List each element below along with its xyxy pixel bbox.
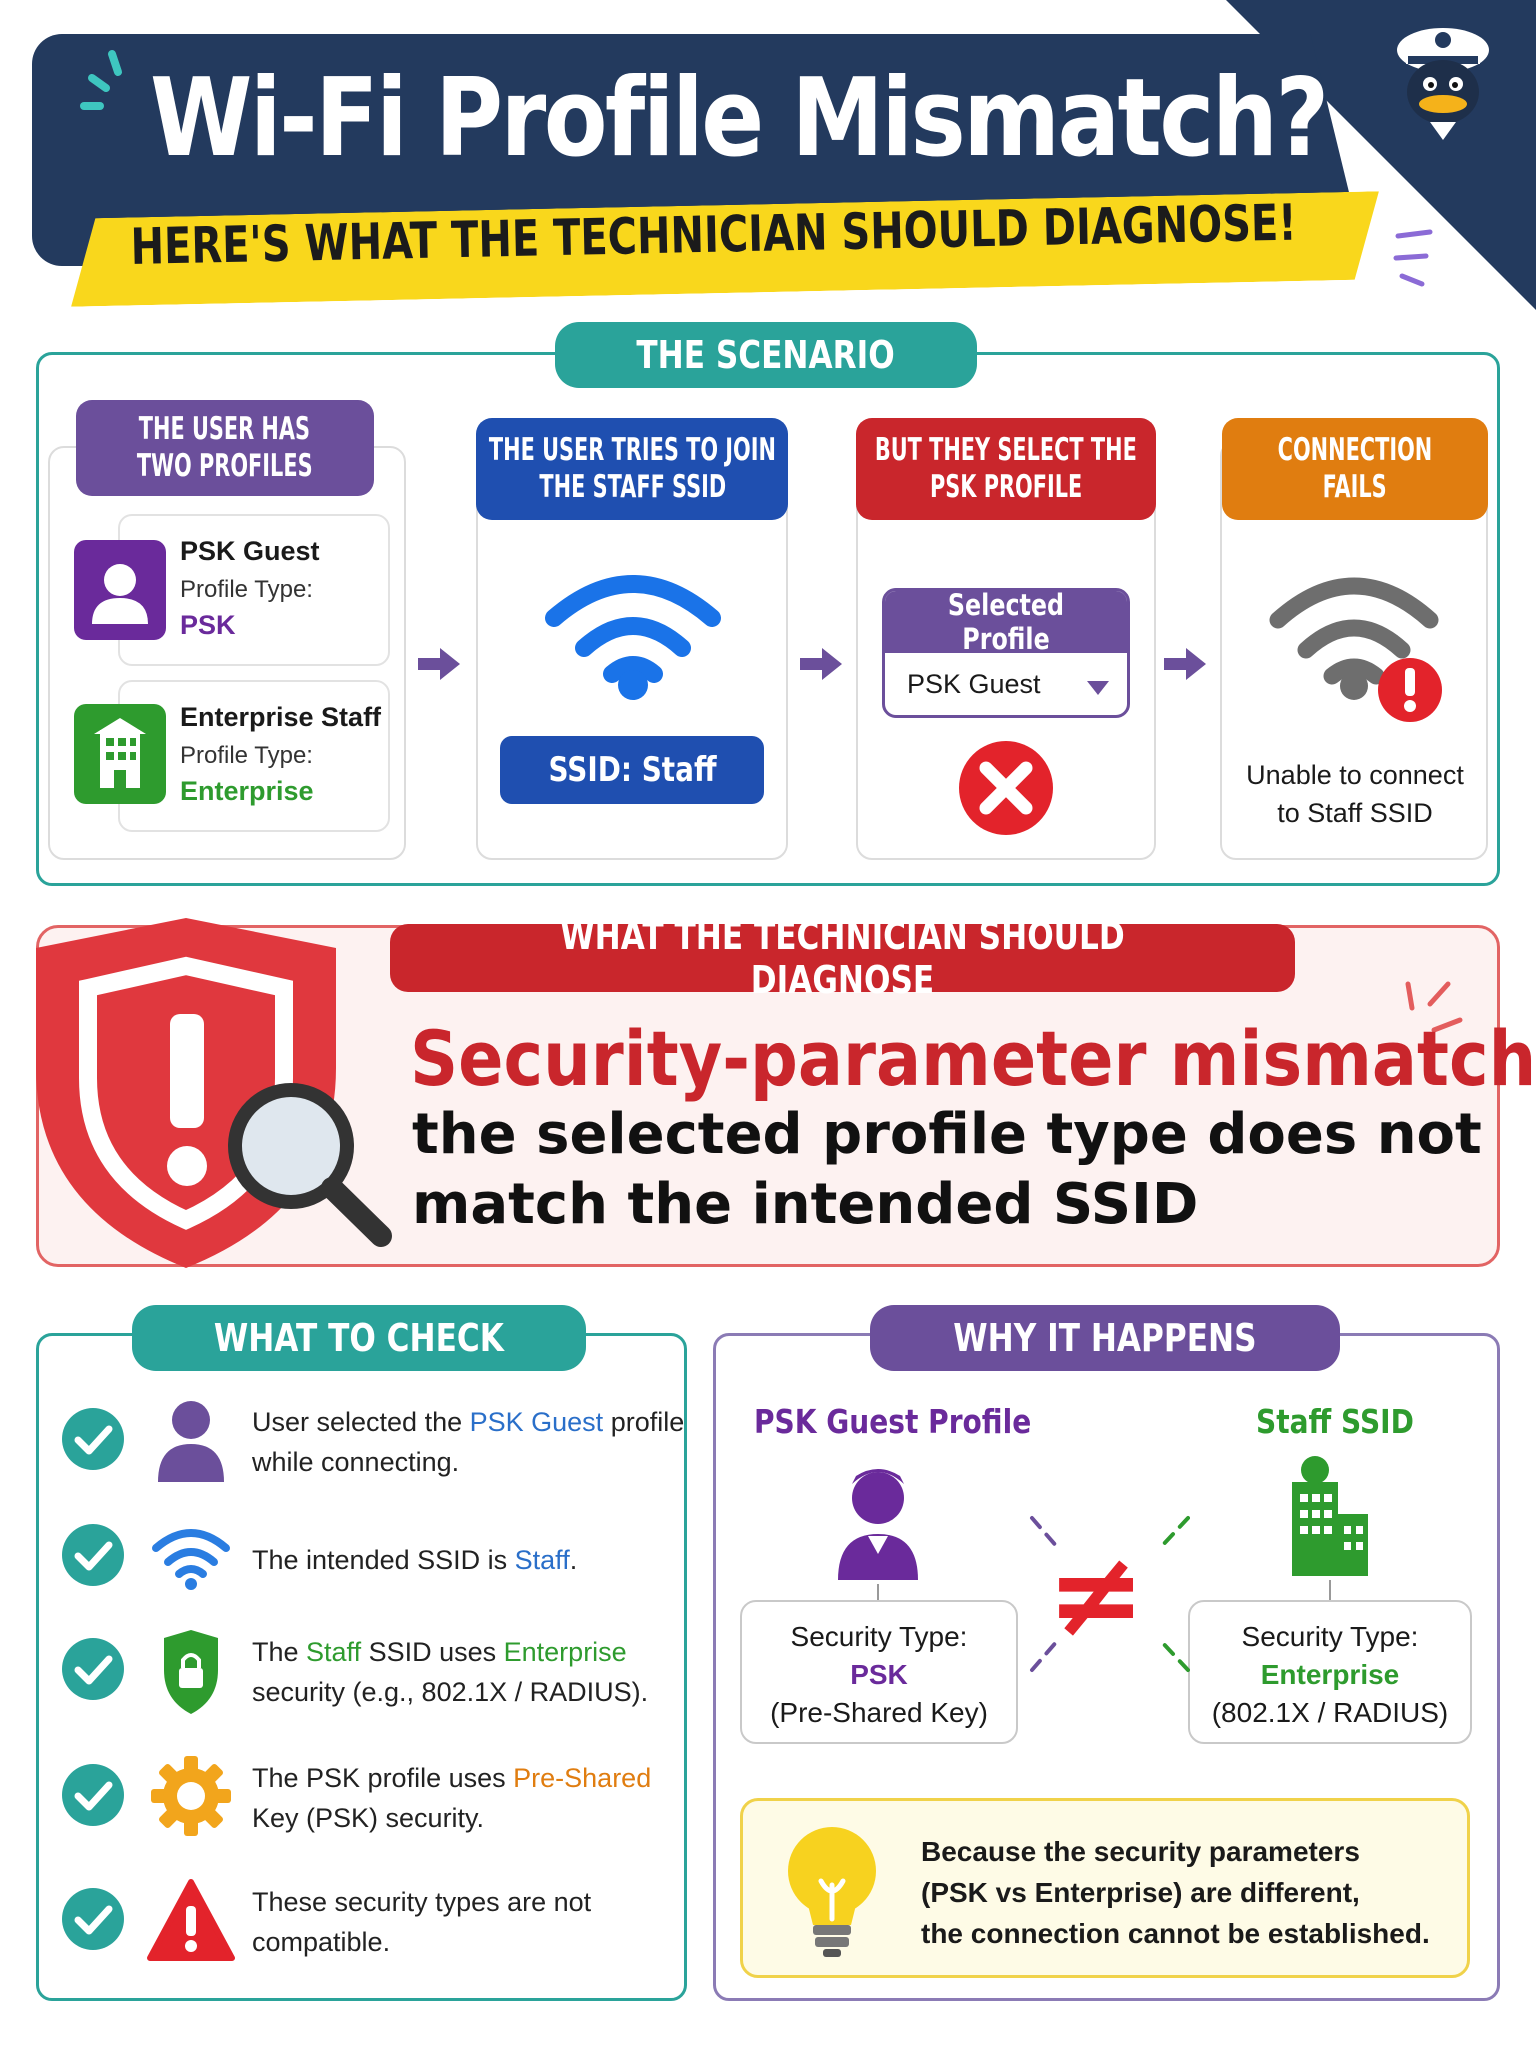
what-to-check-title: WHAT TO CHECK: [132, 1305, 586, 1371]
connector-line: [877, 1584, 879, 1600]
building-icon: [1292, 1456, 1368, 1576]
wifi-dot: [618, 670, 648, 700]
profile-name: PSK Guest: [180, 536, 320, 566]
select-value: PSK Guest: [907, 669, 1041, 699]
psk-security-card: Security Type: PSK (Pre-Shared Key): [740, 1600, 1018, 1744]
building-icon: [74, 704, 166, 804]
shield-search-icon: [36, 918, 392, 1268]
checkmark-icon: [62, 1638, 124, 1700]
profile-name: Enterprise Staff: [180, 702, 382, 732]
check-item: The Staff SSID uses Enterprise security …: [62, 1628, 662, 1718]
check-item: The intended SSID is Staff.: [62, 1514, 662, 1604]
check-text: The intended SSID is Staff.: [252, 1545, 578, 1575]
check-text: The PSK profile uses Pre-Shared Key (PSK…: [252, 1763, 652, 1833]
connector-line: [1329, 1580, 1331, 1600]
checkmark-icon: [62, 1888, 124, 1950]
psk-guest-label: PSK Guest Profile: [754, 1402, 1032, 1441]
profile-select[interactable]: Selected Profile PSK Guest: [882, 588, 1130, 718]
why-it-happens-title: WHY IT HAPPENS: [870, 1305, 1340, 1371]
profile-type-value: Enterprise: [180, 776, 314, 806]
wifi-icon: [545, 575, 721, 683]
check-item: These security types are not compatible.: [62, 1878, 662, 1968]
profile-type-label: Profile Type:: [180, 742, 313, 769]
user-icon: [74, 540, 166, 640]
staff-security-card: Security Type: Enterprise (802.1X / RADI…: [1188, 1600, 1472, 1744]
diagnose-headline: Security-parameter mismatch:: [410, 1014, 1536, 1103]
check-item: The PSK profile uses Pre-Shared Key (PSK…: [62, 1754, 662, 1844]
checkmark-icon: [62, 1408, 124, 1470]
spark-decoration-icon: [1393, 229, 1433, 287]
spark-decoration-icon: [80, 50, 122, 110]
chevron-down-icon: [1087, 681, 1109, 695]
spark-decoration-icon: [1405, 981, 1463, 1033]
select-header: Selected Profile: [885, 591, 1127, 656]
checkmark-icon: [62, 1524, 124, 1586]
explanation-callout: Because the security parameters(PSK vs E…: [740, 1798, 1470, 1978]
warning-icon: [147, 1879, 235, 1961]
profile-type-label: Profile Type:: [180, 576, 313, 603]
mismatch-lines: [1030, 1516, 1190, 1672]
arrow-right-icon: [418, 648, 460, 680]
arrow-right-icon: [1164, 648, 1206, 680]
wifi-icon: [152, 1529, 230, 1590]
check-text: The Staff SSID uses Enterprise security …: [252, 1637, 649, 1707]
gear-icon: [151, 1756, 231, 1836]
page-title: Wi-Fi Profile Mismatch?: [150, 56, 1329, 181]
profile-type-value: PSK: [180, 610, 236, 640]
ssid-badge: SSID: Staff: [500, 736, 764, 804]
lightbulb-icon: [788, 1827, 876, 1957]
duck-mascot-icon: [1397, 28, 1489, 160]
user-icon: [158, 1401, 224, 1482]
error-x-icon: [959, 741, 1053, 835]
lock-shield-icon: [164, 1630, 218, 1714]
checkmark-icon: [62, 1764, 124, 1826]
check-text: User selected the PSK Guest profile whil…: [252, 1407, 685, 1477]
arrow-right-icon: [800, 648, 842, 680]
check-item: User selected the PSK Guest profile whil…: [62, 1398, 684, 1488]
not-equal-icon: ≠: [1046, 1525, 1146, 1663]
explanation-text: Because the security parameters(PSK vs E…: [921, 1836, 1430, 1949]
scenario-title: THE SCENARIO: [555, 322, 977, 388]
check-text: These security types are not compatible.: [252, 1887, 592, 1957]
wifi-warning-icon: [1269, 577, 1442, 722]
user-icon: [838, 1469, 918, 1580]
diagnose-title: WHAT THE TECHNICIAN SHOULD DIAGNOSE: [390, 914, 1295, 1002]
staff-ssid-label: Staff SSID: [1256, 1402, 1414, 1441]
